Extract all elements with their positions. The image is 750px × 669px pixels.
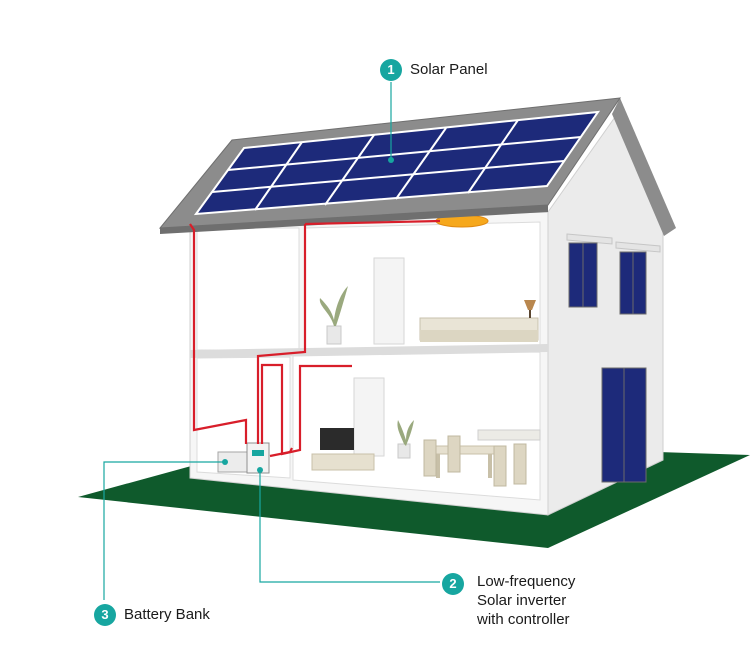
callout-2-label: Low-frequency Solar inverter with contro… [477,572,575,629]
table-lamp [524,300,536,318]
inverter-display [252,450,264,456]
callout-2-line-2: Solar inverter [477,592,567,609]
lower-door [353,377,385,457]
power-wiring [189,219,441,458]
television [311,428,375,471]
callout-2-badge: 2 [442,573,464,595]
callout-3-badge: 3 [94,604,116,626]
battery-leader-dot [222,459,228,465]
callout-1-label: Solar Panel [410,61,488,78]
callout-2-line-3: with controller [477,611,570,628]
callout-2-line-1: Low-frequency [477,573,576,590]
side-windows [566,233,661,483]
dining-set [423,429,541,487]
upper-door [373,257,405,345]
callout-leaders [103,82,440,600]
sofa [419,317,539,342]
inverter-leader-dot [257,467,263,473]
upper-room-left [196,227,300,351]
solar-panel-array [193,110,601,216]
callout-3-label: Battery Bank [124,606,210,623]
potted-plant-lower [397,420,414,459]
callout-1-badge: 1 [380,59,402,81]
solar-panel-leader-dot [388,157,394,163]
roof-gable-edge [612,98,676,236]
potted-plant-upper [319,286,348,345]
roof-eave [160,205,548,234]
